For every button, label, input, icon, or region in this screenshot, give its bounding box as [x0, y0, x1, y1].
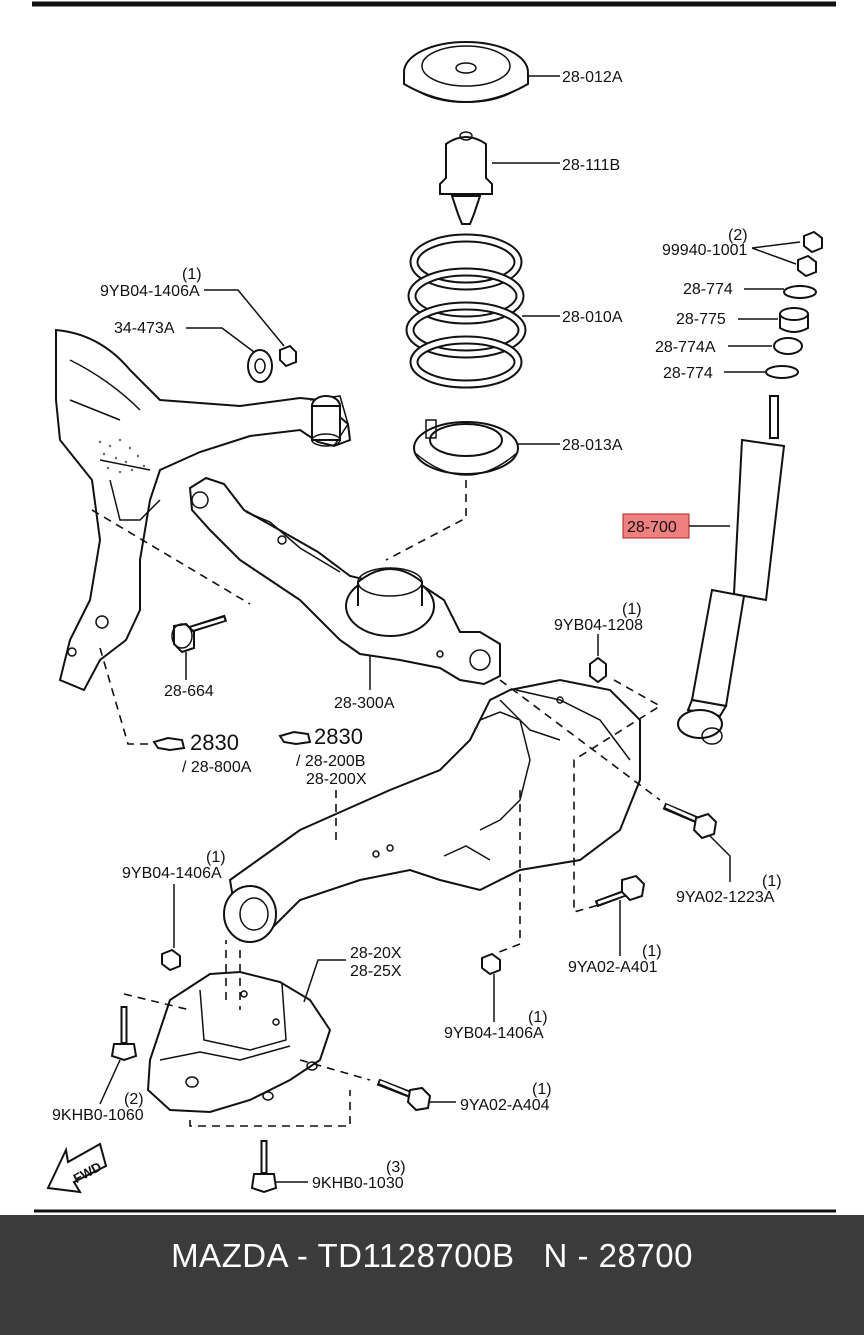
ref-2830-left: 2830 [190, 730, 239, 755]
trailing-arm-bracket [146, 970, 332, 1114]
callout-28-664: 28-664 [164, 683, 214, 700]
qty-9YA02-A401: (1) [642, 943, 662, 960]
bolt-9YA02-A401 [594, 874, 646, 908]
callout-9KHB0-1030: 9KHB0-1030 [312, 1175, 404, 1192]
nut-9YB04-bottom [481, 952, 501, 976]
qty-9YB04-top: (1) [182, 266, 202, 283]
callout-28-775: 28-775 [676, 311, 726, 328]
spring-upper-seat [403, 41, 529, 103]
callout-9YA02-A404: 9YA02-A404 [460, 1097, 550, 1114]
ref-28-200B: / 28-200B [296, 753, 365, 770]
lower-arm [188, 476, 501, 686]
dashed-alignment-lines [91, 480, 662, 1127]
ref-28-800A: / 28-800A [182, 759, 252, 776]
bolt-9KHB0-1060 [110, 1006, 138, 1062]
trailing-arm [223, 678, 641, 943]
ref-2830-right: 2830 [314, 724, 363, 749]
qty-99940: (2) [728, 227, 748, 244]
qty-9YB04-bottom: (1) [528, 1009, 548, 1026]
coil-spring [405, 233, 527, 389]
shock-mount-hardware [765, 230, 823, 379]
exploded-view-drawing: 28-012A 28-111B 28-010A 28-013A 28- [32, 1, 836, 1213]
callout-9YA02-1223A: 9YA02-1223A [676, 889, 775, 906]
crossmember [55, 328, 352, 692]
reference-2830-left [152, 736, 186, 752]
bump-stopper [439, 131, 493, 225]
callout-28-013A: 28-013A [562, 437, 623, 454]
forward-arrow-icon [46, 1142, 108, 1194]
callout-9KHB0-1060: 9KHB0-1060 [52, 1107, 144, 1124]
part-number-text: MAZDA - TD1128700B N - 28700 [171, 1237, 693, 1274]
ref-28-200X: 28-200X [306, 771, 367, 788]
callout-9YB04-1208: 9YB04-1208 [554, 617, 643, 634]
bolt-9YA02-A404 [376, 1078, 432, 1112]
part-number-footer: MAZDA - TD1128700B N - 28700 [0, 1215, 864, 1335]
qty-9YA02-A404: (1) [532, 1081, 552, 1098]
bolt-9KHB0-1030 [250, 1140, 278, 1194]
qty-9YB04-left: (1) [206, 849, 226, 866]
callout-28-20X: 28-20X [350, 945, 402, 962]
parts-diagram: 28-012A 28-111B 28-010A 28-013A 28- [32, 1, 836, 1213]
reference-2830-right [278, 730, 312, 746]
washer-and-nut [247, 344, 297, 383]
callout-28-25X: 28-25X [350, 963, 402, 980]
qty-9YB04-1208: (1) [622, 601, 642, 618]
callout-34-473A: 34-473A [114, 320, 175, 337]
callout-9YB04-1406A-top: 9YB04-1406A [100, 283, 200, 300]
callout-28-700: 28-700 [627, 519, 677, 536]
callout-28-012A: 28-012A [562, 69, 623, 86]
nut-9YB04-1208 [589, 656, 607, 684]
qty-9YA02-1223A: (1) [762, 873, 782, 890]
shock-absorber [677, 395, 786, 745]
crossmember-hatch [98, 438, 146, 474]
callout-28-300A: 28-300A [334, 695, 395, 712]
callout-99940-1001: 99940-1001 [662, 242, 748, 259]
callout-9YB04-1406A-bottom: 9YB04-1406A [444, 1025, 544, 1042]
nut-9YB04-left [161, 948, 181, 972]
bolt-9YA02-1223A [662, 802, 718, 840]
callout-28-774-bot: 28-774 [663, 365, 713, 382]
callout-28-774-top: 28-774 [683, 281, 733, 298]
highlight-box [622, 513, 690, 539]
callout-9YA02-A401: 9YA02-A401 [568, 959, 658, 976]
spring-lower-seat [413, 419, 519, 476]
bolt-28-664 [171, 614, 228, 654]
callout-28-010A: 28-010A [562, 309, 623, 326]
qty-9KHB0-1060: (2) [124, 1091, 144, 1108]
callout-28-111B: 28-111B [562, 157, 620, 174]
callout-9YB04-1406A-left: 9YB04-1406A [122, 865, 222, 882]
qty-9KHB0-1030: (3) [386, 1159, 406, 1176]
callout-28-774A: 28-774A [655, 339, 716, 356]
